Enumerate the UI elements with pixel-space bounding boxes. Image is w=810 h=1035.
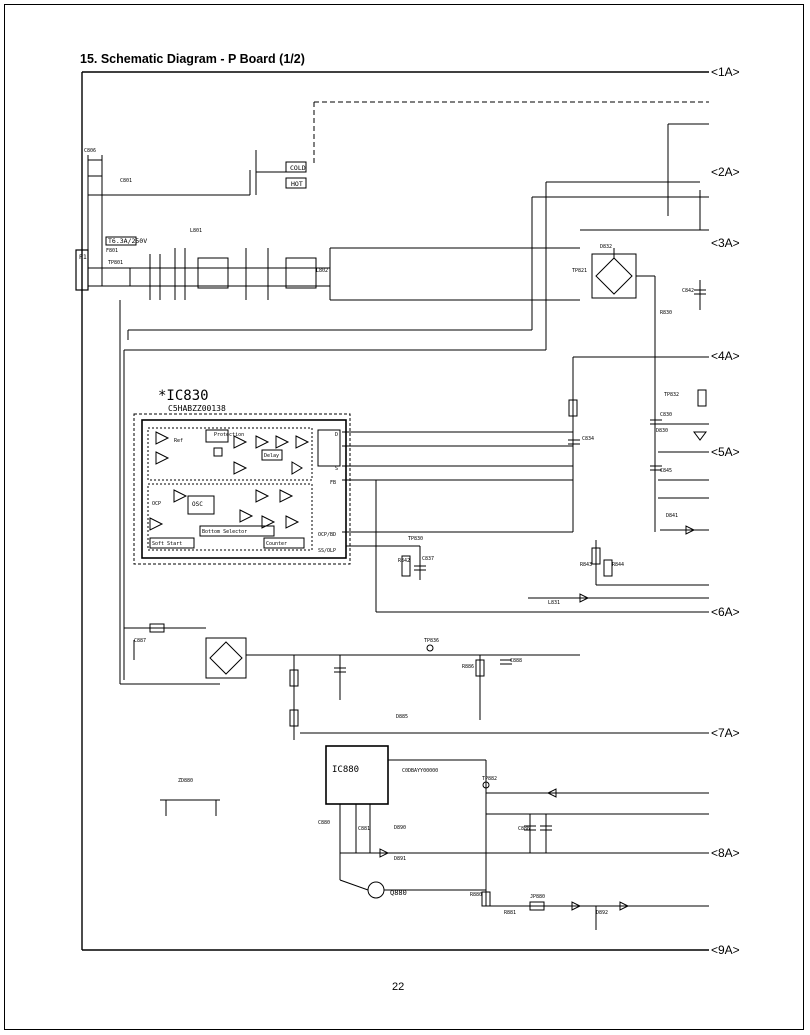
label-zd880: ZD880: [178, 778, 193, 784]
soft-start-label: Soft Start: [152, 541, 182, 547]
label-c837: C837: [422, 556, 434, 562]
connector-7a: <7A>: [711, 726, 740, 740]
label-tp821: TP821: [572, 268, 587, 274]
label-l802: L802: [316, 268, 328, 274]
label-r843: R843: [580, 562, 592, 568]
ref-label: Ref: [174, 438, 183, 444]
osc-label: OSC: [192, 501, 203, 508]
label-d832: D832: [600, 244, 612, 250]
label-tp801: TP801: [108, 260, 123, 266]
label-d830: D830: [656, 428, 668, 434]
label-c801: C801: [120, 178, 132, 184]
label-d841: D841: [666, 513, 678, 519]
connector-5a: <5A>: [711, 445, 740, 459]
pin-s-label: S: [335, 466, 338, 472]
q880-name: Q880: [390, 889, 407, 897]
counter-label: Counter: [266, 541, 287, 547]
label-d890: D890: [394, 825, 406, 831]
label-l831: L831: [548, 600, 560, 606]
connector-4a: <4A>: [711, 349, 740, 363]
label-c830: C830: [660, 412, 672, 418]
connector-8a: <8A>: [711, 846, 740, 860]
label-c834: C834: [582, 436, 594, 442]
label-c888: C888: [510, 658, 522, 664]
delay-label: Delay: [264, 453, 279, 459]
hot-box-label: HOT: [291, 180, 303, 188]
cold-box-label: COLD: [290, 164, 306, 172]
label-l801: L801: [190, 228, 202, 234]
page-number: 22: [392, 981, 405, 993]
connector-lines: [81, 71, 709, 951]
ic880-name: IC880: [332, 765, 359, 775]
connector-1a: <1A>: [711, 65, 740, 79]
label-c845: C845: [660, 468, 672, 474]
label-tp836: TP836: [424, 638, 439, 644]
page-title: 15. Schematic Diagram - P Board (1/2): [80, 52, 305, 66]
ic830-block: [133, 413, 573, 612]
fuse-label: T6.3A/250V: [108, 237, 147, 245]
label-r881: R881: [504, 910, 516, 916]
label-c881: C881: [358, 826, 370, 832]
standby-section: [124, 623, 630, 930]
label-d885: D885: [396, 714, 408, 720]
label-tp832: TP832: [664, 392, 679, 398]
connector-2a: <2A>: [711, 165, 740, 179]
label-d892: D892: [596, 910, 608, 916]
connector-9a: <9A>: [711, 943, 740, 957]
page-frame: [4, 4, 804, 1030]
label-r830: R830: [660, 310, 672, 316]
pin-fb-label: FB: [330, 480, 336, 486]
label-r842: R842: [398, 558, 410, 564]
connector-6a: <6A>: [711, 605, 740, 619]
label-c886: C886: [518, 826, 530, 832]
pin-ocp-bd-label: OCP/BD: [318, 532, 336, 538]
connector-3a: <3A>: [711, 236, 740, 250]
label-r880: R880: [470, 892, 482, 898]
protection-label: Protection: [214, 432, 244, 438]
label-f801: F801: [106, 248, 118, 254]
label-tp830: TP830: [408, 536, 423, 542]
label-r844: R844: [612, 562, 624, 568]
label-tp882: TP882: [482, 776, 497, 782]
ic830-part: C5HABZZ00138: [168, 404, 226, 413]
label-c806: C806: [84, 148, 96, 154]
label-c887: C887: [134, 638, 146, 644]
ac-input-section: [75, 150, 580, 685]
p1-label: P1: [79, 253, 87, 261]
bridge-d832: [591, 248, 706, 310]
ocp-label: OCP: [152, 501, 161, 507]
pin-d-label: D: [335, 432, 338, 438]
pin-ss-olp-label: SS/OLP: [318, 548, 336, 554]
label-d891: D891: [394, 856, 406, 862]
bottom-selector-label: Bottom Selector: [202, 529, 247, 535]
secondary-components: [401, 380, 707, 603]
ic830-name: *IC830: [158, 388, 209, 404]
label-r886: R886: [462, 664, 474, 670]
label-jp880: JP880: [530, 894, 545, 900]
label-c842: C842: [682, 288, 694, 294]
label-c880: C880: [318, 820, 330, 826]
ic880-part: C0DBAYY00000: [402, 768, 438, 774]
